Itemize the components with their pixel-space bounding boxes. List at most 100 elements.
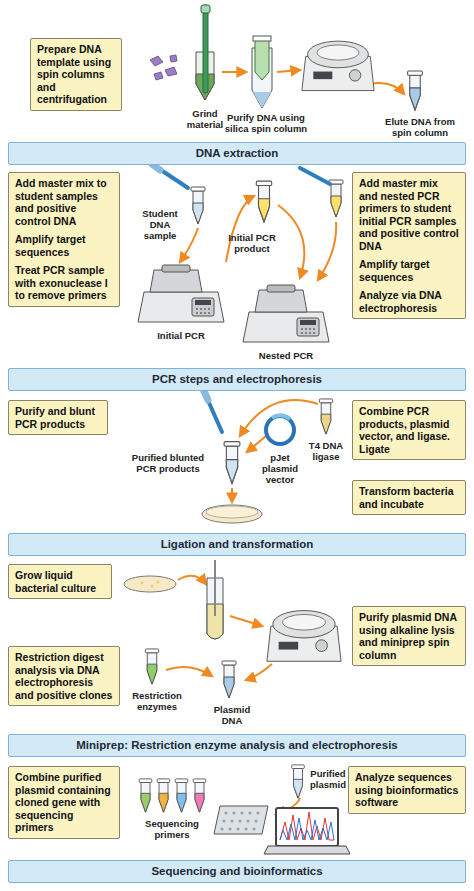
illustration-part <box>151 585 154 588</box>
item-label: Purified blunted PCR products <box>125 452 211 474</box>
step-text: Restriction digest analysis via DNA elec… <box>15 651 113 701</box>
illustration-part <box>280 818 334 840</box>
illustration-part <box>252 827 255 830</box>
illustration-part <box>193 779 206 812</box>
centrifuge <box>302 41 374 90</box>
pcr-setup <box>138 164 343 342</box>
illustration-part <box>253 36 271 41</box>
illustration-part <box>276 808 338 846</box>
step-text: Prepare DNA template using spin columns … <box>37 43 115 106</box>
illustration-part <box>224 442 240 484</box>
illustration-part <box>254 819 257 822</box>
illustration-part <box>202 505 262 523</box>
illustration-part <box>247 436 266 452</box>
sequencing-setup <box>139 765 350 854</box>
illustration-part <box>230 819 233 822</box>
item-label: Student DNA sample <box>134 208 186 241</box>
illustration-part <box>319 399 332 434</box>
illustration-part <box>236 827 239 830</box>
illustration-part <box>238 819 241 822</box>
item-label: Elute DNA from spin column <box>378 116 462 138</box>
illustration-part <box>264 846 350 854</box>
item-label: Purify DNA using silica spin column <box>222 112 310 134</box>
step-text: Combine purified plasmid containing clon… <box>15 771 113 834</box>
process-box: Analyze sequences using bioinformatics s… <box>348 766 466 814</box>
step-text: Purify and blunt PCR products <box>15 405 101 430</box>
section-band: DNA extraction <box>8 142 466 165</box>
illustration-part <box>139 779 152 812</box>
centrifuge <box>267 611 341 662</box>
illustration-part <box>141 581 160 588</box>
section-band: PCR steps and electrophoresis <box>8 368 466 391</box>
illustration-part <box>157 779 170 812</box>
step-text: Analyze via DNA electrophoresis <box>359 289 459 314</box>
grind-material <box>150 5 214 100</box>
process-box: Purify and blunt PCR products <box>8 400 108 435</box>
illustration-part <box>246 664 272 680</box>
step-text: Grow liquid bacterial culture <box>15 569 105 594</box>
illustration-part <box>256 811 259 814</box>
step-text: Purify plasmid DNA using alkaline lysis … <box>359 611 459 661</box>
illustration-part <box>278 205 304 278</box>
process-box: Prepare DNA template using spin columns … <box>30 38 122 111</box>
section-title: DNA extraction <box>15 147 459 160</box>
illustration-part <box>256 181 271 222</box>
illustration-part <box>206 506 258 518</box>
step-text: Add master mix to student samples and po… <box>15 177 113 227</box>
illustration-part <box>157 581 160 584</box>
item-label: Sequencing primers <box>137 818 207 840</box>
illustration-part <box>318 222 336 280</box>
illustration-part <box>203 5 208 93</box>
illustration-part <box>222 71 246 73</box>
section-title: Sequencing and bioinformatics <box>15 865 459 878</box>
spin-column <box>252 36 272 108</box>
step-text: Analyze sequences using bioinformatics s… <box>355 771 459 809</box>
section-title: Ligation and transformation <box>15 538 459 551</box>
illustration-part <box>175 779 188 812</box>
process-box: Add master mix and nested PCR primers to… <box>352 172 466 319</box>
illustration-part <box>244 827 247 830</box>
illustration-part <box>246 819 249 822</box>
illustration-part <box>228 827 231 830</box>
step-text: Combine PCR products, plasmid vector, an… <box>359 405 459 455</box>
illustration-part <box>272 415 290 419</box>
step-text: Treat PCR sample with exonuclease I to r… <box>15 264 113 302</box>
process-box: Combine purified plasmid containing clon… <box>8 766 120 839</box>
illustration-part <box>370 83 404 94</box>
section-title: Miniprep: Restriction enzyme analysis an… <box>15 739 459 752</box>
illustration-part <box>300 168 330 184</box>
section-band: Sequencing and bioinformatics <box>8 860 466 883</box>
item-label: Restriction enzymes <box>129 690 185 712</box>
illustration-part <box>180 228 198 262</box>
illustration-part <box>277 70 300 72</box>
item-label: Purified plasmid <box>310 768 346 790</box>
illustration-part <box>222 819 225 822</box>
illustration-part <box>220 811 259 830</box>
illustration-part <box>178 576 206 584</box>
illustration-part <box>292 765 305 798</box>
illustration-part <box>280 812 334 840</box>
illustration-part <box>230 616 262 626</box>
process-box: Combine PCR products, plasmid vector, an… <box>352 400 466 460</box>
section-band: Miniprep: Restriction enzyme analysis an… <box>8 734 466 757</box>
section-title: PCR steps and electrophoresis <box>15 373 459 386</box>
illustration-part <box>150 55 177 80</box>
illustration-part <box>191 187 205 224</box>
item-label: pJet plasmid vector <box>258 452 302 485</box>
illustration-part <box>201 5 210 13</box>
item-label: Nested PCR <box>251 350 321 361</box>
thermocycler <box>138 265 224 322</box>
step-text: Amplify target sequences <box>15 233 113 258</box>
illustration-part <box>231 488 233 502</box>
process-box: Add master mix to student samples and po… <box>8 172 120 307</box>
illustration-part <box>222 661 236 698</box>
illustration-part <box>220 827 223 830</box>
process-box: Grow liquid bacterial culture <box>8 564 112 599</box>
illustration-part <box>255 40 269 80</box>
item-label: Initial PCR product <box>226 232 278 254</box>
illustration-part <box>124 576 176 592</box>
illustration-part <box>166 667 212 676</box>
illustration-part <box>145 649 158 684</box>
process-box: Purify plasmid DNA using alkaline lysis … <box>352 606 466 666</box>
